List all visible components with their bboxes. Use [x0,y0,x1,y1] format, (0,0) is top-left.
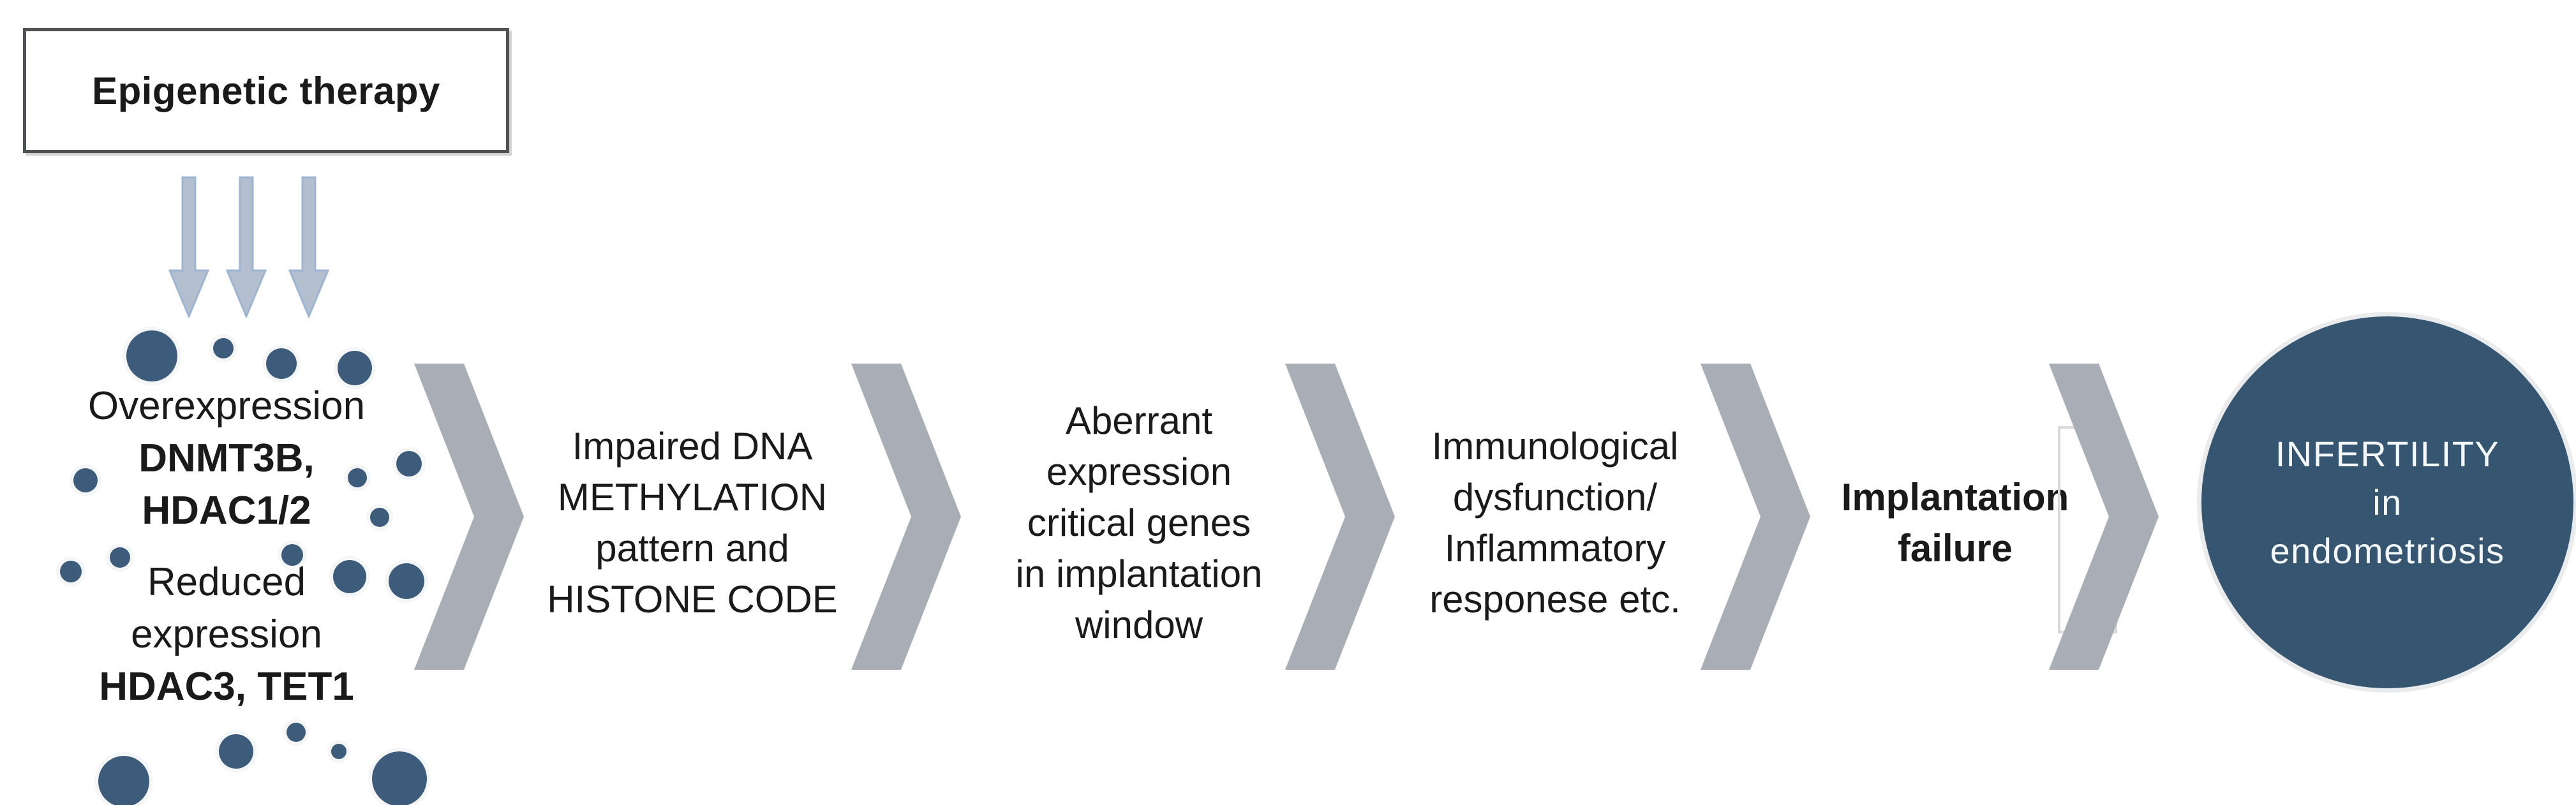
cluster-line-gene: HDAC3, TET1 [99,665,354,709]
flow-step-methylation: Impaired DNA METHYLATION pattern and HIS… [536,357,849,689]
dna-methylation-dot [219,734,253,769]
dna-methylation-dot [389,563,424,599]
step-line: Implantation [1841,476,2069,519]
dna-methylation-dot [110,547,130,568]
dna-methylation-dot [266,348,297,379]
infertility-ellipse: INFERTILITY in endometriosis [2201,316,2573,688]
step-line: Inflammatory [1444,527,1666,570]
reduced-expression-text-block: Reduced expression HDAC3, TET1 [35,556,418,713]
dna-methylation-dot [370,508,389,527]
step-line: responese etc. [1429,578,1681,621]
outcome-line: INFERTILITY [2275,433,2500,474]
dna-methylation-dot [126,330,177,381]
cluster-line-gene: DNMT3B, [138,436,315,480]
step-line: Aberrant [1065,399,1213,442]
dna-methylation-dot [348,468,367,487]
chevron-right-icon [414,364,524,670]
cluster-line: Overexpression [87,384,366,428]
step-line: window [1075,603,1203,646]
flow-step-implantation-failure: Implantation failure [1815,357,2096,689]
flow-step-immunological: Immunological dysfunction/ Inflammatory … [1397,357,1713,689]
dna-methylation-dot [287,723,306,742]
down-arrow-icon [226,176,267,318]
dna-methylation-dot [98,756,149,805]
chevron-right-icon [1701,364,1810,670]
chevron-right-icon [851,364,961,670]
dna-methylation-dot [396,451,422,476]
step-line: in implantation [1015,552,1263,595]
dna-methylation-dot [60,561,82,582]
dna-methylation-dot [281,544,303,566]
epigenetic-therapy-label: Epigenetic therapy [92,69,440,112]
cluster-line: Reduced [147,560,306,604]
step-line: Immunological [1431,425,1679,468]
dna-methylation-dot [372,751,427,805]
flow-step-aberrant-expression: Aberrant expression critical genes in im… [983,357,1295,689]
down-arrow-icon [288,176,329,318]
cluster-line: expression [131,612,322,656]
step-line: HISTONE CODE [547,578,838,621]
dna-methylation-dot [333,560,366,593]
dna-methylation-dot [213,338,234,358]
dna-methylation-dot [338,351,372,385]
step-line: dysfunction/ [1452,476,1658,519]
chevron-right-icon [2049,364,2159,670]
step-line: expression [1046,450,1232,493]
dna-methylation-dot [331,744,346,759]
down-arrow-icon [168,176,209,318]
outcome-line: endometriosis [2270,530,2505,571]
step-line: critical genes [1027,501,1251,544]
chevron-right-icon [1285,364,1395,670]
step-line: METHYLATION [557,476,828,519]
epigenetic-therapy-box: Epigenetic therapy [23,28,509,153]
outcome-line: in [2372,482,2402,522]
step-line: Impaired DNA [572,425,813,468]
step-line: failure [1897,527,2013,570]
dna-methylation-dot [73,468,98,492]
step-line: pattern and [595,527,789,570]
overexpression-text-block: Overexpression DNMT3B, HDAC1/2 [35,380,418,537]
cluster-line-gene: HDAC1/2 [142,489,311,533]
